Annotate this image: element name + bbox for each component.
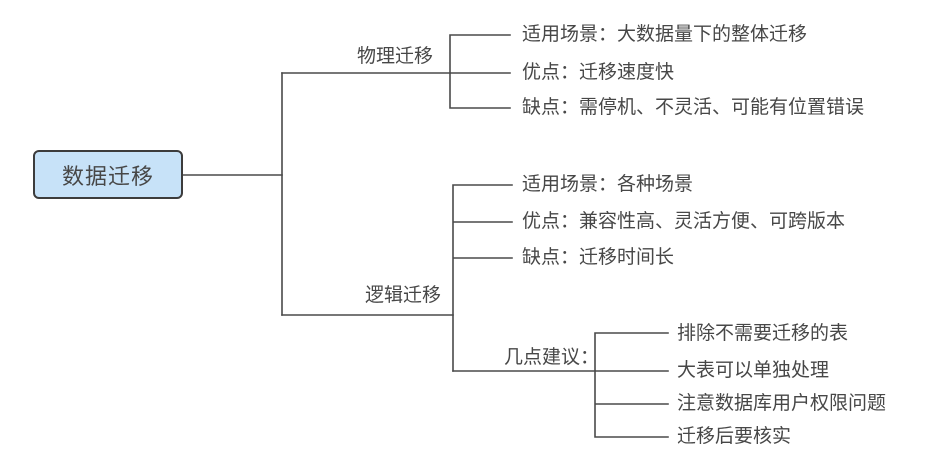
leaf-suggestion-user-privileges[interactable]: 注意数据库用户权限问题 <box>677 393 887 414</box>
branch-logical-label[interactable]: 逻辑迁移 <box>364 285 441 306</box>
leaf-logical-pros[interactable]: 优点：兼容性高、灵活方便、可跨版本 <box>522 211 846 232</box>
leaf-physical-pros[interactable]: 优点：迁移速度快 <box>522 62 675 83</box>
connector-logical-children <box>452 184 513 372</box>
leaf-suggestion-exclude-tables[interactable]: 排除不需要迁移的表 <box>677 323 849 344</box>
leaf-physical-cons[interactable]: 缺点：需停机、不灵活、可能有位置错误 <box>522 97 865 118</box>
leaf-logical-scenario[interactable]: 适用场景：各种场景 <box>522 174 694 195</box>
node-root-label: 数据迁移 <box>61 163 154 189</box>
node-root[interactable]: 数据迁移 <box>33 150 183 199</box>
leaf-suggestion-verify[interactable]: 迁移后要核实 <box>677 426 792 447</box>
leaf-logical-cons[interactable]: 缺点：迁移时间长 <box>522 247 675 268</box>
connector-suggestions-children <box>594 332 669 438</box>
leaf-suggestion-big-tables[interactable]: 大表可以单独处理 <box>677 360 830 381</box>
branch-physical-label[interactable]: 物理迁移 <box>356 46 433 67</box>
connector-physical-children <box>449 34 511 109</box>
branch-suggestions-label[interactable]: 几点建议： <box>504 347 600 368</box>
leaf-physical-scenario[interactable]: 适用场景：大数据量下的整体迁移 <box>522 24 808 45</box>
